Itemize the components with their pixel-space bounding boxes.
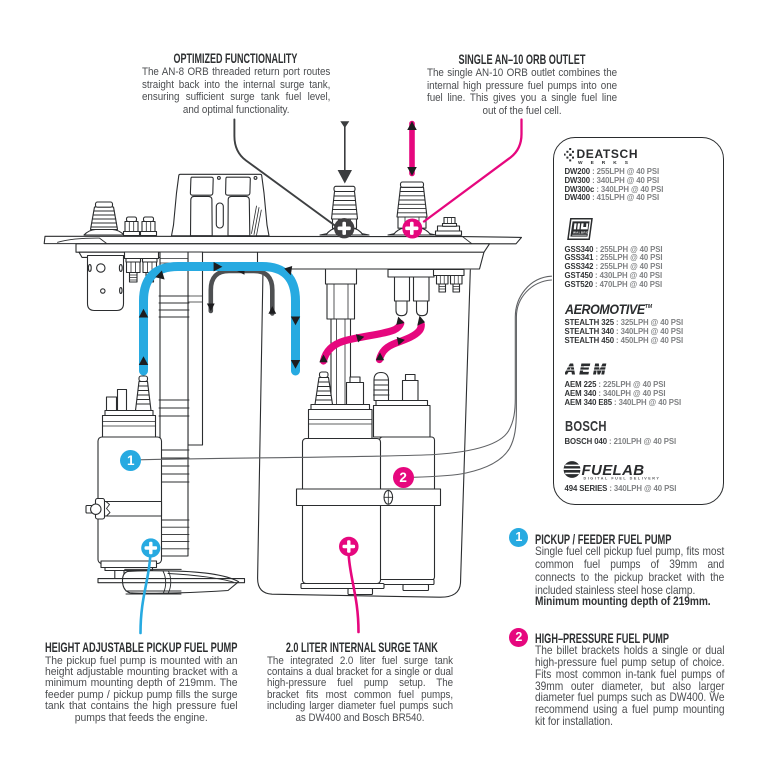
svg-text:WALBRO: WALBRO xyxy=(573,231,589,235)
svg-text:AEM: AEM xyxy=(565,362,606,376)
svg-text:DEATSCH: DEATSCH xyxy=(576,147,637,161)
svg-text:WERKS: WERKS xyxy=(578,159,636,163)
svg-text:DIGITAL FUEL DELIVERY: DIGITAL FUEL DELIVERY xyxy=(583,477,660,481)
svg-text:FUELAB: FUELAB xyxy=(581,462,644,479)
